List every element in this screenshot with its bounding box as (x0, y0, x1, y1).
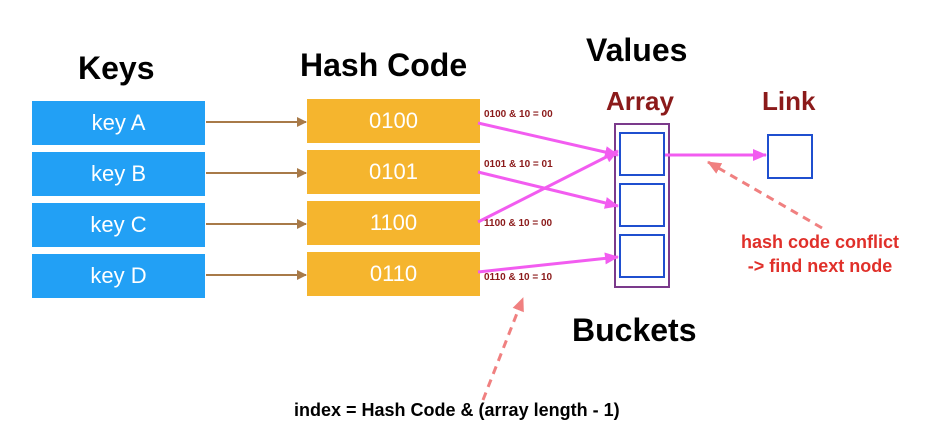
hash-code-box: 0100 (307, 99, 480, 143)
hash-to-bucket-arrow (477, 170, 619, 209)
operation-label: 0101 & 10 = 01 (484, 159, 553, 170)
key-box: key D (32, 254, 205, 298)
link-heading: Link (762, 86, 816, 116)
keys-heading: Keys (78, 50, 155, 86)
hash-code-box: 1100 (307, 201, 480, 245)
operation-label: 0100 & 10 = 00 (484, 109, 553, 120)
formula-dashed-arrow (481, 297, 525, 401)
buckets-heading: Buckets (572, 312, 697, 348)
conflict-annotation: hash code conflict -> find next node (722, 230, 918, 278)
hash-code-box: 0101 (307, 150, 480, 194)
hash-code-box: 0110 (307, 252, 480, 296)
values-heading: Values (586, 32, 688, 68)
index-formula: index = Hash Code & (array length - 1) (294, 400, 620, 420)
bucket-slot (619, 234, 665, 278)
array-heading: Array (606, 86, 674, 116)
key-box: key C (32, 203, 205, 247)
hash-to-bucket-arrow (477, 121, 619, 158)
operation-label: 0110 & 10 = 10 (484, 272, 553, 283)
conflict-dashed-arrow (707, 160, 823, 230)
key-box: key B (32, 152, 205, 196)
hash-to-bucket-arrow (477, 149, 619, 224)
bucket-slot (619, 183, 665, 227)
hash-code-heading: Hash Code (300, 47, 468, 83)
conflict-line-1: hash code conflict (740, 232, 900, 252)
key-box: key A (32, 101, 205, 145)
operation-label: 1100 & 10 = 00 (484, 218, 553, 229)
hash-to-bucket-arrow (477, 252, 619, 274)
conflict-line-2: -> find next node (747, 256, 893, 276)
bucket-slot (619, 132, 665, 176)
link-node (767, 134, 813, 179)
